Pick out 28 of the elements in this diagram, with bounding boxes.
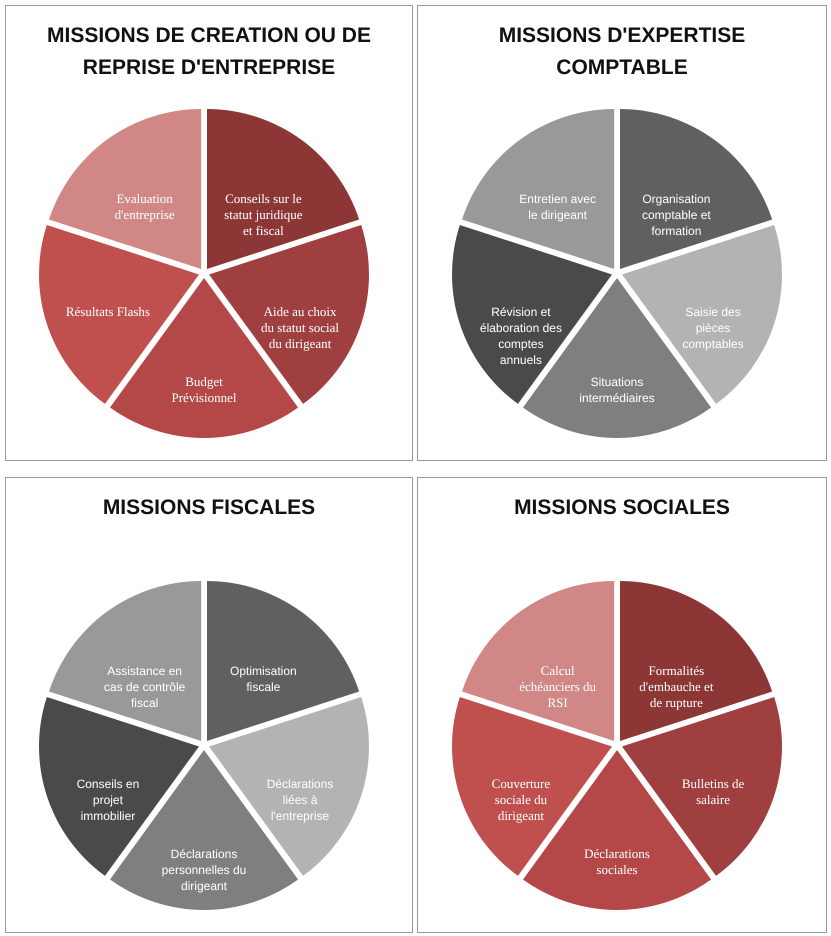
slice-label: Déclarations personnelles du dirigeant [160,846,247,894]
panel-title: MISSIONS D'EXPERTISE COMPTABLE [498,23,746,81]
slice-label: Saisie des pièces comptables [681,304,745,352]
slice-label: Budget Prévisionnel [170,374,238,406]
slice-label: Révision et élaboration des comptes annuels [478,304,563,368]
slice-label: Déclarations liées à l'entreprise [266,776,334,824]
slice-label: Couverture sociale du dirigeant [490,776,552,824]
slice-label: Conseils sur le statut juridique et fiscal [223,191,304,240]
slice-label: Résultats Flashs [64,304,151,320]
slice-label: Calcul échéanciers du RSI [518,663,598,712]
slice-label: Formalités d'embauche et de rupture [638,663,714,712]
panel-card [417,5,827,461]
slice-label: Conseils en projet immobilier [76,776,140,824]
panel-title: MISSIONS DE CREATION OU DE REPRISE D'ENTREPRISE [46,23,372,81]
slice-label: Assistance en cas de contrôle fiscal [102,663,186,712]
slice-label: Organisation comptable et formation [641,191,712,240]
panel-title: MISSIONS FISCALES [102,495,316,521]
slice-label: Déclarations sociales [583,846,651,878]
slice-label: Optimisation fiscale [229,663,298,696]
slice-label: Bulletins de salaire [680,776,746,808]
panel-card [417,477,827,933]
panel-card [5,5,413,461]
slice-label: Evaluation d'entreprise [114,191,176,224]
panel-card [5,477,413,933]
slice-label: Situations intermédiaires [578,374,656,406]
panel-title: MISSIONS SOCIALES [513,495,731,521]
slice-label: Aide au choix du statut social du dirigeant [260,304,340,352]
slice-label: Entretien avec le dirigeant [518,191,597,224]
